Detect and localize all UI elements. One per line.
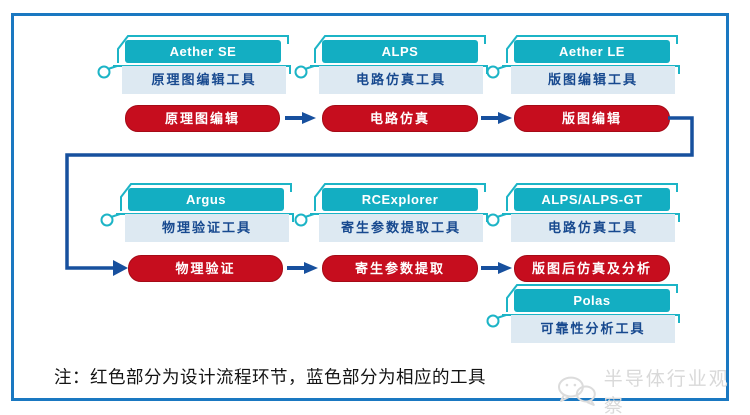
- tool-desc: 物理验证工具: [125, 214, 289, 242]
- flow-step: 版图后仿真及分析: [514, 255, 670, 282]
- tool-name: Polas: [514, 289, 670, 312]
- watermark-text: 半导体行业观察: [603, 369, 730, 415]
- wechat-icon: [557, 376, 596, 406]
- tool-desc: 原理图编辑工具: [122, 66, 286, 94]
- tool-name: RCExplorer: [322, 188, 478, 211]
- tool-name: Aether LE: [514, 40, 670, 63]
- tool-desc: 可靠性分析工具: [511, 315, 675, 343]
- flow-step: 物理验证: [128, 255, 283, 282]
- border-frame: [11, 13, 729, 401]
- flow-arrow-icon: [287, 262, 318, 274]
- flow-arrow-icon: [481, 262, 512, 274]
- tool-desc: 寄生参数提取工具: [319, 214, 483, 242]
- note-text: 注：红色部分为设计流程环节，蓝色部分为相应的工具: [54, 367, 486, 387]
- tool-desc: 电路仿真工具: [319, 66, 483, 94]
- flow-step: 寄生参数提取: [322, 255, 478, 282]
- watermark-logo: 半导体行业观察: [556, 364, 750, 415]
- flow-arrow-icon: [481, 112, 512, 124]
- flow-arrow-icon: [285, 112, 316, 124]
- tool-name: Argus: [128, 188, 284, 211]
- tool-name: ALPS/ALPS-GT: [514, 188, 670, 211]
- tool-desc: 电路仿真工具: [511, 214, 675, 242]
- flow-step: 电路仿真: [322, 105, 478, 132]
- tool-name: Aether SE: [125, 40, 281, 63]
- tool-desc: 版图编辑工具: [511, 66, 675, 94]
- tool-name: ALPS: [322, 40, 478, 63]
- tool-block-aether-se: Aether SE 原理图编辑工具: [97, 35, 291, 96]
- flow-step: 原理图编辑: [125, 105, 280, 132]
- tool-block-alps-gt: ALPS/ALPS-GT 电路仿真工具: [486, 183, 680, 244]
- tool-block-rcexplorer: RCExplorer 寄生参数提取工具: [294, 183, 488, 244]
